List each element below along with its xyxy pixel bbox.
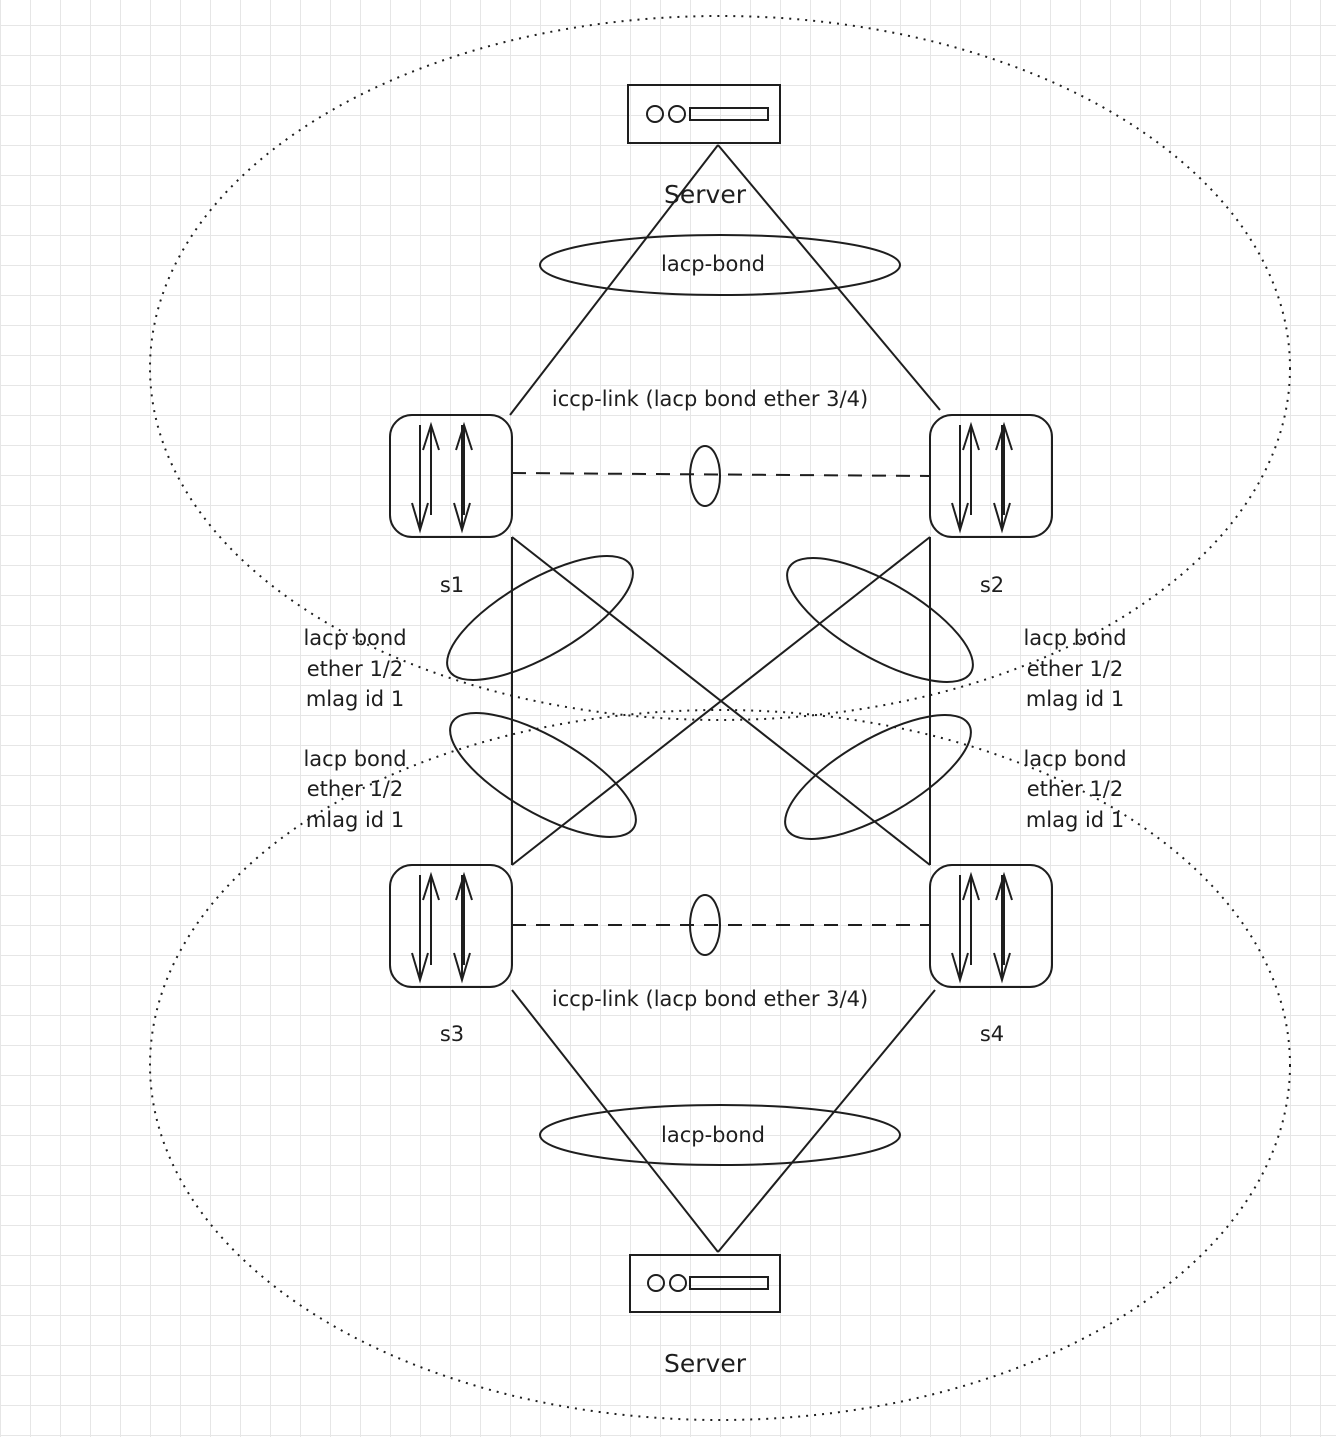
switch-s1-icon — [389, 414, 513, 538]
iccp-link-label-bottom: iccp-link (lacp bond ether 3/4) — [552, 987, 868, 1011]
iccp-link-label-top: iccp-link (lacp bond ether 3/4) — [552, 387, 868, 411]
server-top-label: Server — [664, 180, 747, 209]
mlag-cross-links — [511, 536, 931, 866]
switch-s2-icon — [929, 414, 1053, 538]
switch-s4-label: s4 — [980, 1022, 1004, 1046]
mlag-note-line: mlag id 1 — [306, 687, 404, 711]
mlag-bond-ellipse-s4 — [784, 714, 972, 840]
mlag-note-s1: lacp bond ether 1/2 mlag id 1 — [303, 626, 406, 711]
mlag-note-s3: lacp bond ether 1/2 mlag id 1 — [303, 747, 406, 832]
switch-s1-label: s1 — [440, 573, 464, 597]
mlag-note-line: lacp bond — [1023, 747, 1126, 771]
mlag-bond-ellipse-s2 — [786, 557, 974, 683]
iccp-link-line-top — [511, 472, 931, 477]
server-bottom — [629, 1254, 781, 1313]
mlag-note-line: mlag id 1 — [1026, 808, 1124, 832]
switch-s3-icon — [389, 864, 513, 988]
top-domain-boundary — [149, 15, 1291, 721]
lacp-bond-label-top: lacp-bond — [661, 252, 765, 276]
mlag-note-line: ether 1/2 — [1027, 777, 1124, 801]
mlag-note-line: mlag id 1 — [306, 808, 404, 832]
bottom-domain-boundary — [149, 709, 1291, 1421]
mlag-note-line: mlag id 1 — [1026, 687, 1124, 711]
mlag-note-line: lacp bond — [303, 626, 406, 650]
mlag-note-line: lacp bond — [303, 747, 406, 771]
lacp-bond-ellipse-bottom — [539, 1104, 901, 1166]
lacp-bond-ellipse-top — [539, 234, 901, 296]
switch-s2-label: s2 — [980, 573, 1004, 597]
mlag-note-line: ether 1/2 — [1027, 657, 1124, 681]
switch-s3-label: s3 — [440, 1022, 464, 1046]
mlag-bond-ellipse-s1 — [446, 555, 634, 681]
server-bottom-label: Server — [664, 1349, 747, 1378]
server-top — [627, 84, 781, 144]
lacp-bond-label-bottom: lacp-bond — [661, 1123, 765, 1147]
mlag-note-line: ether 1/2 — [307, 777, 404, 801]
mlag-note-s2: lacp bond ether 1/2 mlag id 1 — [1023, 626, 1126, 711]
iccp-bond-ellipse-top — [689, 445, 721, 507]
mlag-bond-ellipse-s3 — [449, 712, 637, 838]
iccp-bond-ellipse-bottom — [689, 894, 721, 956]
mlag-note-line: ether 1/2 — [307, 657, 404, 681]
switch-s4-icon — [929, 864, 1053, 988]
mlag-note-line: lacp bond — [1023, 626, 1126, 650]
server-links — [509, 144, 941, 1253]
mlag-note-s4: lacp bond ether 1/2 mlag id 1 — [1023, 747, 1126, 832]
